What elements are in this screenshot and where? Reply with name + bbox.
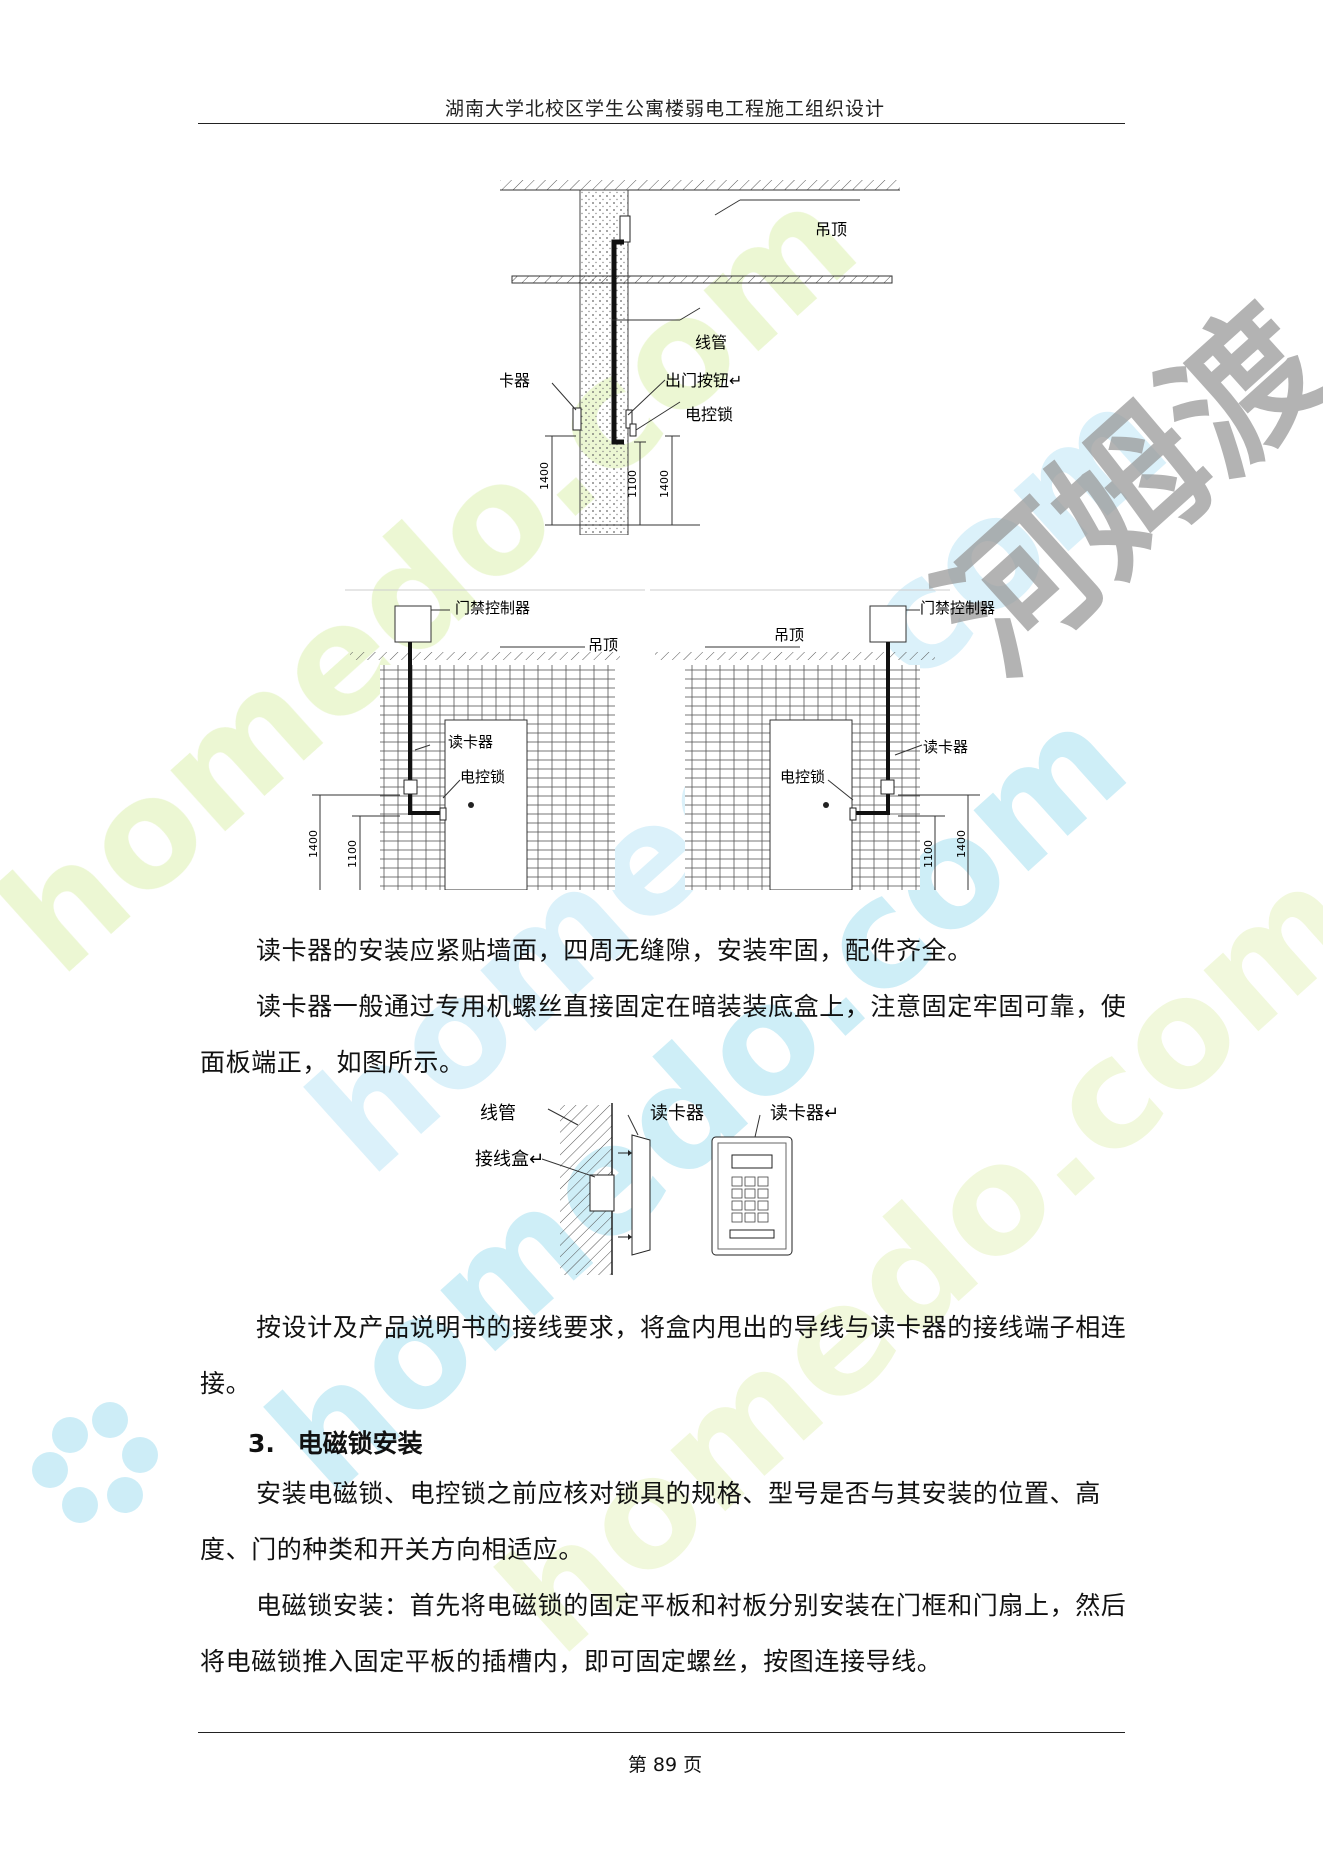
section-number: 3. [248, 1429, 275, 1458]
body-paragraphs-1: 读卡器的安装应紧贴墙面，四周无缝隙，安装牢固，配件齐全。 读卡器一般通过专用机螺… [200, 923, 1130, 1091]
paragraph: 安装电磁锁、电控锁之前应核对锁具的规格、型号是否与其安装的位置、高度、门的种类和… [200, 1479, 1101, 1564]
page-header-title: 湖南大学北校区学生公寓楼弱电工程施工组织设计 [444, 98, 885, 120]
label-junction-box: 接线盒↵ [475, 1149, 544, 1170]
section-title: 电磁锁安装 [297, 1429, 423, 1458]
label-card-reader-side: 读卡器 [650, 1103, 704, 1124]
page-number: 第 89 页 [627, 1754, 703, 1776]
label-lock: 电控锁 [780, 768, 825, 786]
label-lock: 电控锁 [685, 405, 733, 424]
footer-rule [198, 1732, 1125, 1733]
label-card-reader-front: 读卡器↵ [770, 1103, 839, 1124]
label-exit-button: 出门按钮↵ [665, 371, 742, 390]
label-ceiling: 吊顶 [815, 220, 847, 239]
figure-elevation-right: 门禁控制器 吊顶 读卡器 电控锁 1100 1400 [650, 589, 995, 890]
label-ceiling: 吊顶 [774, 626, 804, 644]
label-card-reader: 读卡器 [923, 738, 968, 756]
label-controller: 门禁控制器 [455, 599, 530, 617]
dim-1400: 1400 [307, 830, 320, 858]
section-heading: 3. 电磁锁安装 [248, 1424, 423, 1460]
keypad-grid [731, 1176, 769, 1223]
dim-1400-right: 1400 [658, 470, 671, 498]
label-conduit: 线管 [480, 1103, 516, 1124]
body-paragraphs-3: 安装电磁锁、电控锁之前应核对锁具的规格、型号是否与其安装的位置、高度、门的种类和… [200, 1466, 1130, 1690]
label-lock: 电控锁 [460, 768, 505, 786]
figure-card-reader-mount: 线管 接线盒↵ 读卡器 读卡器↵ [475, 1103, 839, 1275]
label-card-reader: 读卡器 [500, 371, 530, 390]
paragraph: 读卡器一般通过专用机螺丝直接固定在暗装装底盒上，注意固定牢固可靠，使面板端正， … [200, 992, 1127, 1077]
body-paragraphs-2: 按设计及产品说明书的接线要求，将盒内甩出的导线与读卡器的接线端子相连接。 [200, 1300, 1130, 1412]
label-conduit: 线管 [695, 333, 727, 352]
dim-1100: 1100 [346, 840, 359, 868]
paragraph: 读卡器的安装应紧贴墙面，四周无缝隙，安装牢固，配件齐全。 [256, 936, 973, 965]
label-controller: 门禁控制器 [920, 599, 995, 617]
dim-1400: 1400 [955, 830, 968, 858]
label-card-reader: 读卡器 [448, 733, 493, 751]
dim-1100: 1100 [626, 470, 639, 498]
figure-section-view: 吊顶 线管 读卡器 出门按钮↵ 电控锁 1400 1100 1400 [500, 180, 900, 535]
label-ceiling: 吊顶 [588, 636, 618, 654]
dim-1400-left: 1400 [538, 462, 551, 490]
header-rule [198, 123, 1125, 124]
watermark-flower-icon [32, 1402, 158, 1523]
paragraph: 电磁锁安装：首先将电磁锁的固定平板和衬板分别安装在门框和门扇上，然后将电磁锁推入… [200, 1591, 1127, 1676]
dim-1100: 1100 [922, 840, 935, 868]
figure-elevation-left: 门禁控制器 吊顶 读卡器 电控锁 1400 1100 [307, 589, 645, 890]
paragraph: 按设计及产品说明书的接线要求，将盒内甩出的导线与读卡器的接线端子相连接。 [200, 1313, 1127, 1398]
